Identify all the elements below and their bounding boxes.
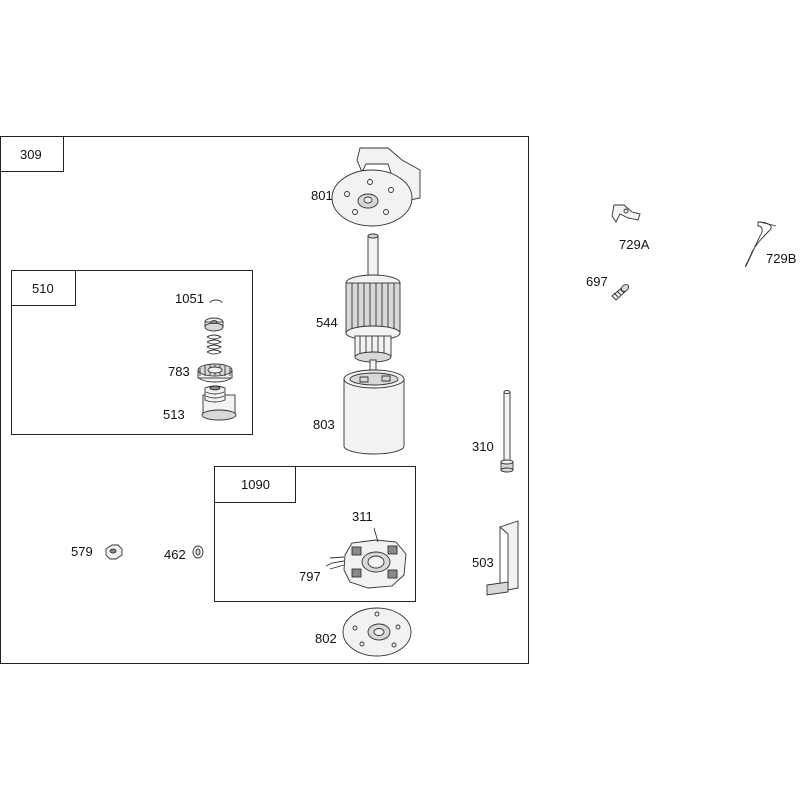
callout-797: 797 [299, 569, 321, 584]
main-assembly-frame: 309 [0, 136, 529, 664]
callout-783: 783 [168, 364, 190, 379]
nut-part [105, 544, 123, 560]
drive-spring-part [206, 334, 222, 355]
shield-part [486, 520, 519, 596]
drive-frame-tag [11, 270, 76, 306]
clip-a-part [611, 204, 641, 223]
brush-kit-frame: 1090 [214, 466, 416, 602]
clip-b-part [745, 221, 777, 267]
callout-801: 801 [311, 188, 333, 203]
brush-frame-border [214, 466, 416, 602]
callout-802: 802 [315, 631, 337, 646]
callout-462: 462 [164, 547, 186, 562]
thru-bolt-part [500, 390, 514, 473]
brush-holder-part [343, 539, 407, 589]
main-frame-tag [0, 136, 64, 172]
washer-part [192, 545, 204, 559]
drive-frame-border [11, 270, 253, 435]
callout-310: 310 [472, 439, 494, 454]
callout-1051: 1051 [175, 291, 204, 306]
callout-729a: 729A [619, 237, 650, 252]
screw-part [611, 284, 630, 301]
drive-helix-part [201, 385, 237, 421]
housing-part [343, 369, 405, 455]
brush-frame-tag [214, 466, 296, 503]
callout-803: 803 [313, 417, 335, 432]
drive-collar-part [204, 317, 224, 332]
end-cap-part [342, 607, 412, 657]
callout-544: 544 [316, 315, 338, 330]
retainer-ring-part [209, 299, 223, 304]
brush-wire-part [325, 556, 345, 570]
callout-579: 579 [71, 544, 93, 559]
drive-kit-frame: 510 [11, 270, 253, 435]
callout-729b: 729B [766, 251, 796, 266]
main-frame-border [0, 136, 529, 664]
bracket-part [331, 147, 421, 227]
callout-311: 311 [352, 509, 373, 524]
brush-frame-label: 1090 [241, 477, 270, 492]
main-frame-label: 309 [20, 147, 42, 162]
callout-503: 503 [472, 555, 494, 570]
callout-697: 697 [586, 274, 608, 289]
callout-513: 513 [163, 407, 185, 422]
drive-gear-part [197, 363, 233, 383]
armature-part [345, 233, 401, 371]
drive-frame-label: 510 [32, 281, 54, 296]
